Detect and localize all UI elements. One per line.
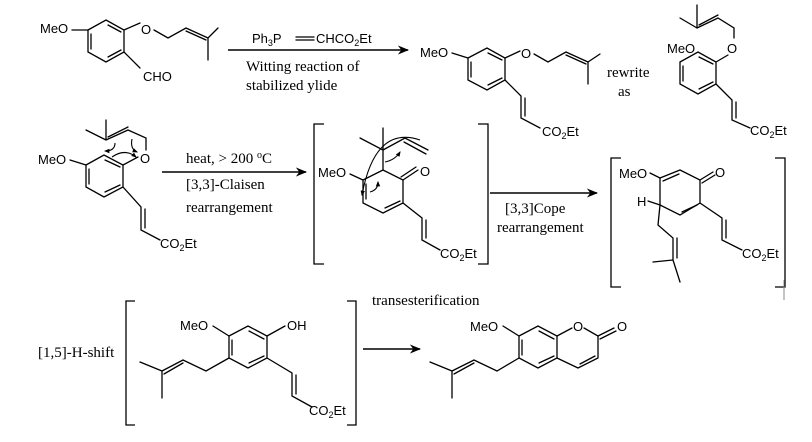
ester-label: CO2Et — [742, 246, 779, 263]
methoxy-label: MeO — [38, 152, 66, 167]
bracket-right — [478, 123, 489, 265]
carbonyl-oxygen-label: O — [617, 319, 627, 334]
curly-arrow-icon — [360, 136, 421, 197]
ether-oxygen-label: O — [727, 41, 737, 56]
methoxy-label: MeO — [40, 21, 68, 36]
ester-label: CO2Et — [750, 123, 787, 140]
wittig-reagent: Ph3P — [252, 31, 282, 48]
curly-arrow-icon — [111, 151, 137, 158]
curly-arrow-icon — [131, 138, 139, 153]
ester-label: CO2Et — [160, 236, 197, 253]
compound-wittig-product: MeO O CO2Et — [420, 45, 601, 141]
compound-claisen-substrate: MeO O CO2Et — [38, 119, 197, 253]
compound-claisen-intermediate: MeO O CO2Et — [313, 123, 489, 265]
curly-arrow-icon — [103, 142, 116, 154]
ether-oxygen-label: O — [141, 22, 151, 37]
rewrite-label-line2: as — [618, 84, 631, 100]
h-shift-label: [1,5]-H-shift — [38, 345, 115, 361]
compound-phenol-intermediate: MeO OH CO2Et — [125, 300, 357, 426]
methoxy-label: MeO — [318, 165, 346, 180]
bracket-right — [347, 300, 357, 426]
methoxy-label: MeO — [420, 45, 448, 60]
compound-coumarin-product: MeO O O — [429, 319, 627, 399]
ester-label: CO2Et — [542, 124, 579, 141]
methoxy-label: MeO — [667, 41, 695, 56]
ether-oxygen-label: O — [521, 46, 531, 61]
bracket-left — [610, 157, 621, 288]
curly-arrow-icon — [384, 151, 401, 163]
transesterification-label: transesterification — [372, 293, 480, 309]
bracket-left — [125, 300, 135, 426]
wittig-label-line2: stabilized ylide — [246, 78, 338, 94]
methoxy-label: MeO — [180, 318, 208, 333]
step-claisen: heat, > 200 oC [3,3]-Claisen rearrangeme… — [162, 150, 308, 216]
compound-rewritten: MeO O CO2Et — [667, 4, 787, 140]
ketone-oxygen-label: O — [715, 165, 725, 180]
step-wittig: Ph3P CHCO2Et Witting reaction of stabili… — [228, 31, 410, 94]
step-cope: [3,3]Cope rearrangement — [490, 188, 599, 236]
wittig-label-line1: Witting reaction of — [246, 59, 360, 75]
compound-starting-aldehyde: MeO O CHO — [40, 19, 219, 84]
claisen-label-line2: [3,3]-Claisen — [186, 177, 265, 193]
bracket-left — [313, 123, 324, 265]
claisen-label-line1: heat, > 200 oC — [186, 150, 272, 167]
cope-label-line1: [3,3]Cope — [505, 201, 566, 217]
bracket-right — [775, 157, 786, 288]
ketone-oxygen-label: O — [420, 164, 430, 179]
claisen-label-line3: rearrangement — [186, 200, 273, 216]
compound-cope-intermediate: MeO O H CO2Et — [610, 157, 786, 288]
ester-label: CO2Et — [309, 403, 346, 420]
ring-oxygen-label: O — [573, 319, 583, 334]
methoxy-label: MeO — [619, 166, 647, 181]
aldehyde-label: CHO — [143, 69, 172, 84]
rewrite-label-line1: rewrite — [607, 65, 650, 81]
hydrogen-label: H — [637, 194, 646, 209]
cope-label-line2: rearrangement — [497, 220, 584, 236]
methoxy-label: MeO — [470, 319, 498, 334]
ether-oxygen-label: O — [140, 151, 150, 166]
ester-label: CO2Et — [440, 246, 477, 263]
step-transesterification: transesterification — [363, 293, 480, 354]
curly-arrow-icon — [369, 180, 381, 193]
hydroxyl-label: OH — [287, 318, 307, 333]
wittig-reagent-ylide: CHCO2Et — [316, 31, 372, 48]
